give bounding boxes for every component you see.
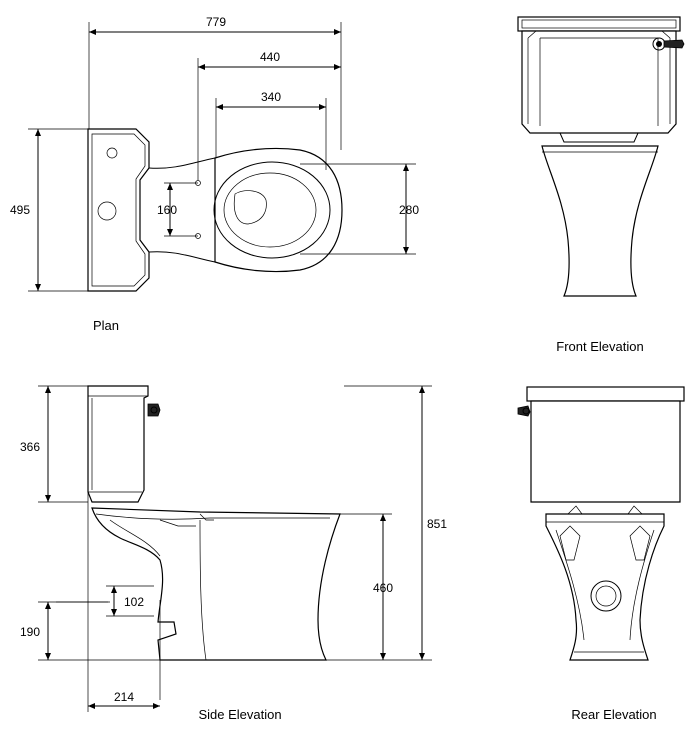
rear-cistern xyxy=(526,386,685,402)
front-elevation: Front Elevation xyxy=(517,16,685,354)
dim-cistern-width: 495 xyxy=(10,203,30,217)
dim-outlet-height: 190 xyxy=(20,625,40,639)
dim-overall-height: 851 xyxy=(427,517,447,531)
side-pan xyxy=(91,507,341,661)
dim-pan-height: 460 xyxy=(373,581,393,595)
side-elevation: 366 851 460 190 102 214 Side Elevation xyxy=(20,385,447,722)
front-pan xyxy=(541,145,659,297)
rear-flush-lever xyxy=(517,405,531,417)
plan-seat xyxy=(213,161,331,259)
dim-outlet-to-wall: 214 xyxy=(114,690,134,704)
dim-seat-outer-length: 440 xyxy=(260,50,280,64)
plan-tap-hole xyxy=(97,201,117,221)
side-cistern xyxy=(87,385,149,503)
dim-outlet-offset: 102 xyxy=(124,595,144,609)
plan-flush-hole xyxy=(106,147,118,159)
plan-cistern xyxy=(87,128,150,292)
label-side-elevation: Side Elevation xyxy=(198,707,281,722)
label-front-elevation: Front Elevation xyxy=(556,339,643,354)
dim-seat-width: 280 xyxy=(399,203,419,217)
side-flush-lever xyxy=(147,403,161,417)
dim-overall-length: 779 xyxy=(206,15,226,29)
rear-elevation: Rear Elevation xyxy=(517,386,685,722)
dim-seat-inner-length: 340 xyxy=(261,90,281,104)
plan-pan-rim xyxy=(214,147,343,273)
dim-cistern-height: 366 xyxy=(20,440,40,454)
rear-outlet xyxy=(590,580,622,612)
label-plan: Plan xyxy=(93,318,119,333)
plan-view: 779 440 340 495 160 280 Plan xyxy=(10,15,419,333)
label-rear-elevation: Rear Elevation xyxy=(571,707,656,722)
front-cistern xyxy=(521,30,677,134)
dim-fixing-holes: 160 xyxy=(157,203,177,217)
rear-pan xyxy=(545,513,665,661)
